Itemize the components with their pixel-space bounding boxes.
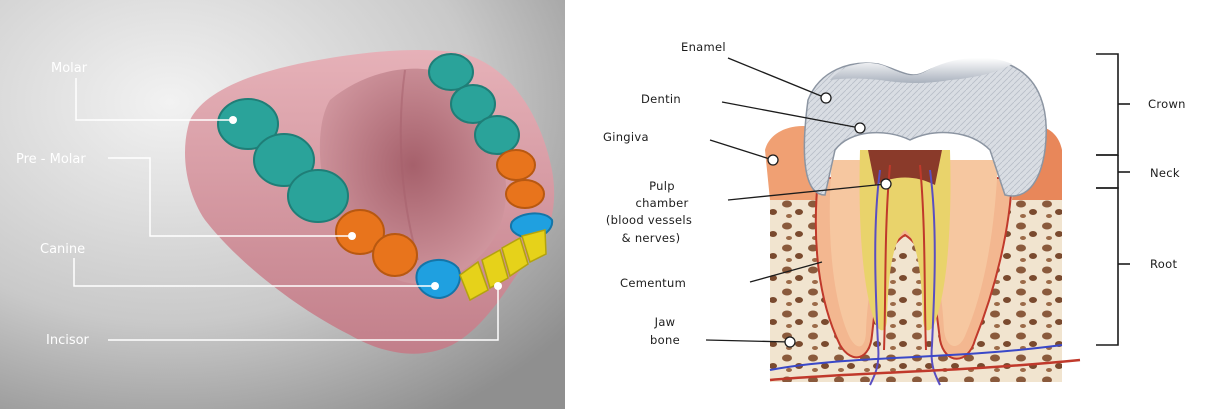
- jaw-bone-label-line2: bone: [650, 333, 680, 347]
- tooth-anatomy-diagram: Enamel Dentin Gingiva Pulp chamber (bloo…: [565, 0, 1211, 409]
- enamel-label: Enamel: [681, 40, 726, 54]
- cementum-label: Cementum: [620, 276, 686, 290]
- jaw-diagram: Molar Pre - Molar Canine Incisor: [0, 0, 565, 409]
- canine-tooth: [416, 260, 460, 298]
- dentin-label: Dentin: [641, 92, 681, 106]
- crown-region-label: Crown: [1148, 97, 1186, 111]
- pulp-label-line3: (blood vessels: [606, 213, 692, 227]
- premolar-tooth: [373, 234, 417, 276]
- gingiva-label: Gingiva: [603, 130, 649, 144]
- molar-tooth: [475, 116, 519, 154]
- molar-tooth: [429, 54, 473, 90]
- tooth-anatomy-panel: Enamel Dentin Gingiva Pulp chamber (bloo…: [565, 0, 1211, 409]
- molar-label: Molar: [51, 61, 88, 76]
- neck-region-label: Neck: [1150, 166, 1180, 180]
- root-region-label: Root: [1150, 257, 1177, 271]
- premolar-tooth: [506, 180, 544, 208]
- premolar-tooth: [497, 150, 535, 180]
- jaw-bone-label-line1: Jaw: [654, 315, 676, 329]
- pulp-label-line4: & nerves): [622, 231, 681, 245]
- pulp-label-line2: chamber: [635, 196, 688, 210]
- molar-tooth: [288, 170, 348, 222]
- jaw-diagram-panel: Molar Pre - Molar Canine Incisor: [0, 0, 565, 409]
- pulp-label-line1: Pulp: [649, 179, 675, 193]
- region-brackets: [1096, 54, 1130, 345]
- incisor-label: Incisor: [46, 333, 90, 348]
- premolar-label: Pre - Molar: [16, 152, 86, 167]
- canine-label: Canine: [40, 242, 85, 257]
